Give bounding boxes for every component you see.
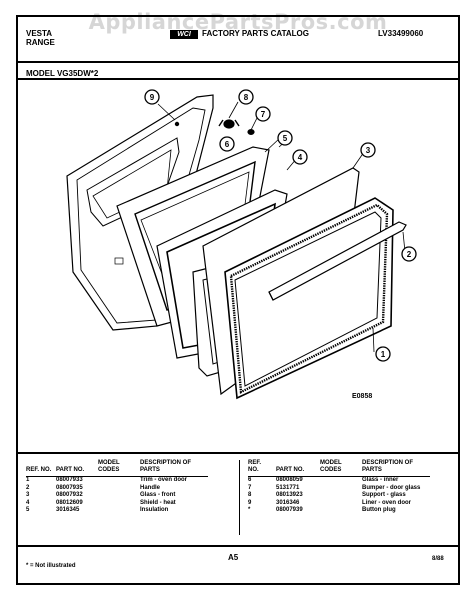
- model-codes-cell: [98, 507, 140, 515]
- model-divider: [17, 78, 459, 80]
- catalog-date: 8/88: [432, 556, 444, 562]
- parts-table-right-body: 6 08008059 Glass - inner 7 5131771 Bumper - d…: [248, 477, 430, 515]
- description-cell: Shield - heat: [140, 499, 176, 506]
- ref-no-cell: 8: [248, 492, 252, 499]
- ref-no-cell: 7: [248, 484, 252, 491]
- table-row: 2 08007935 Handle: [26, 485, 208, 493]
- part-no-header: PART NO.: [56, 460, 98, 477]
- part-no-cell: 3016346: [276, 499, 300, 506]
- model-codes-cell: [320, 477, 362, 485]
- model-codes-cell: [320, 492, 362, 500]
- glass-support-part: [218, 119, 240, 129]
- description-cell: Glass - inner: [362, 477, 399, 483]
- callout-4-label: 4: [298, 153, 303, 162]
- description-cell: Bumper - door glass: [362, 484, 421, 491]
- callout-6-label: 6: [225, 140, 230, 149]
- ref-no-cell: 9: [248, 499, 252, 506]
- model-codes-cell: [98, 492, 140, 500]
- part-no-cell: 08007939: [276, 507, 303, 514]
- part-no-cell: 08007935: [56, 484, 83, 491]
- table-row: 3 08007932 Glass - front: [26, 492, 208, 500]
- description-header: DESCRIPTION OF PARTS: [140, 460, 208, 477]
- exploded-door-diagram: 9 8 7 5 6 4 3 2 1: [66, 89, 417, 400]
- brand-block: VESTA RANGE: [26, 29, 55, 47]
- page-frame: [16, 15, 460, 585]
- catalog-number: LV33499060: [378, 29, 424, 38]
- table-bottom-divider: [17, 545, 459, 547]
- model-codes-cell: [320, 507, 362, 515]
- model-codes-cell: [98, 500, 140, 508]
- table-row: 8 08013923 Support - glass: [248, 492, 430, 500]
- page-number: A5: [228, 553, 239, 562]
- table-row: 4 08012609 Shield - heat: [26, 500, 208, 508]
- part-no-cell: 08007932: [56, 492, 83, 499]
- ref-no-header: REF. NO.: [248, 460, 276, 477]
- description-cell: Trim - oven door: [140, 477, 188, 483]
- model-codes-header: MODEL CODES: [98, 460, 140, 477]
- description-header: DESCRIPTION OF PARTS: [362, 460, 430, 477]
- model-codes-cell: [320, 500, 362, 508]
- part-no-cell: 5131771: [276, 484, 300, 491]
- model-codes-header: MODEL CODES: [320, 460, 362, 477]
- brand-name: VESTA: [26, 29, 53, 38]
- callout-7-label: 7: [261, 110, 266, 119]
- table-row: 9 3016346 Liner - oven door: [248, 500, 430, 508]
- door-handle-part: [268, 221, 407, 301]
- part-no-header: PART NO.: [276, 460, 320, 477]
- table-column-divider: [239, 460, 240, 535]
- description-cell: Handle: [140, 484, 161, 491]
- parts-table-left-body: 1 08007933 Trim - oven door 2 08007935 Handle…: [26, 477, 208, 515]
- table-row: 5 3016345 Insulation: [26, 507, 208, 515]
- product-category: RANGE: [26, 38, 55, 47]
- description-cell: Glass - front: [140, 492, 176, 499]
- catalog-title-block: WCI FACTORY PARTS CATALOG: [170, 29, 309, 39]
- callout-1-label: 1: [381, 350, 386, 359]
- parts-table-left: REF. NO. PART NO. MODEL CODES DESCRIPTIO…: [26, 460, 208, 515]
- ref-no-cell: 3: [26, 492, 30, 499]
- ref-no-cell: 2: [26, 484, 30, 491]
- model-codes-cell: [98, 477, 140, 485]
- part-no-cell: 08007933: [56, 477, 83, 483]
- ref-no-cell: 1: [26, 477, 30, 483]
- model-codes-cell: [98, 485, 140, 493]
- callout-3-label: 3: [366, 146, 371, 155]
- callout-5-label: 5: [283, 134, 288, 143]
- footnote: * = Not illustrated: [26, 563, 76, 569]
- manufacturer-logo-icon: WCI: [170, 30, 198, 39]
- ref-no-cell: 6: [248, 477, 252, 483]
- model-line: MODEL VG35DW*2: [26, 69, 99, 78]
- watermark: AppliancePartsPros.com: [88, 10, 388, 34]
- description-cell: Liner - oven door: [362, 499, 412, 506]
- ref-no-header: REF. NO.: [26, 460, 56, 477]
- header-divider: [17, 61, 459, 63]
- part-no-cell: 08008059: [276, 477, 303, 483]
- callout-8-label: 8: [244, 93, 249, 102]
- parts-table-right: REF. NO. PART NO. MODEL CODES DESCRIPTIO…: [248, 460, 430, 515]
- ref-no-cell: 5: [26, 507, 30, 514]
- table-row: 6 08008059 Glass - inner: [248, 477, 430, 485]
- ref-no-cell: 4: [26, 499, 30, 506]
- part-no-cell: 3016345: [56, 507, 80, 514]
- figure-code: E0858: [352, 393, 373, 400]
- ref-no-cell: *: [248, 507, 251, 514]
- part-no-cell: 08012609: [56, 499, 83, 506]
- callout-9-label: 9: [150, 93, 155, 102]
- description-cell: Support - glass: [362, 492, 406, 499]
- table-row: 1 08007933 Trim - oven door: [26, 477, 208, 485]
- catalog-title: FACTORY PARTS CATALOG: [202, 29, 309, 38]
- description-cell: Button plug: [362, 507, 396, 514]
- part-no-cell: 08013923: [276, 492, 303, 499]
- model-codes-cell: [320, 485, 362, 493]
- description-cell: Insulation: [140, 507, 169, 514]
- table-top-divider: [17, 452, 459, 454]
- door-glass-bumper-part: [247, 128, 255, 135]
- callout-2-label: 2: [407, 250, 412, 259]
- table-row: 7 5131771 Bumper - door glass: [248, 485, 430, 493]
- table-row: * 08007939 Button plug: [248, 507, 430, 515]
